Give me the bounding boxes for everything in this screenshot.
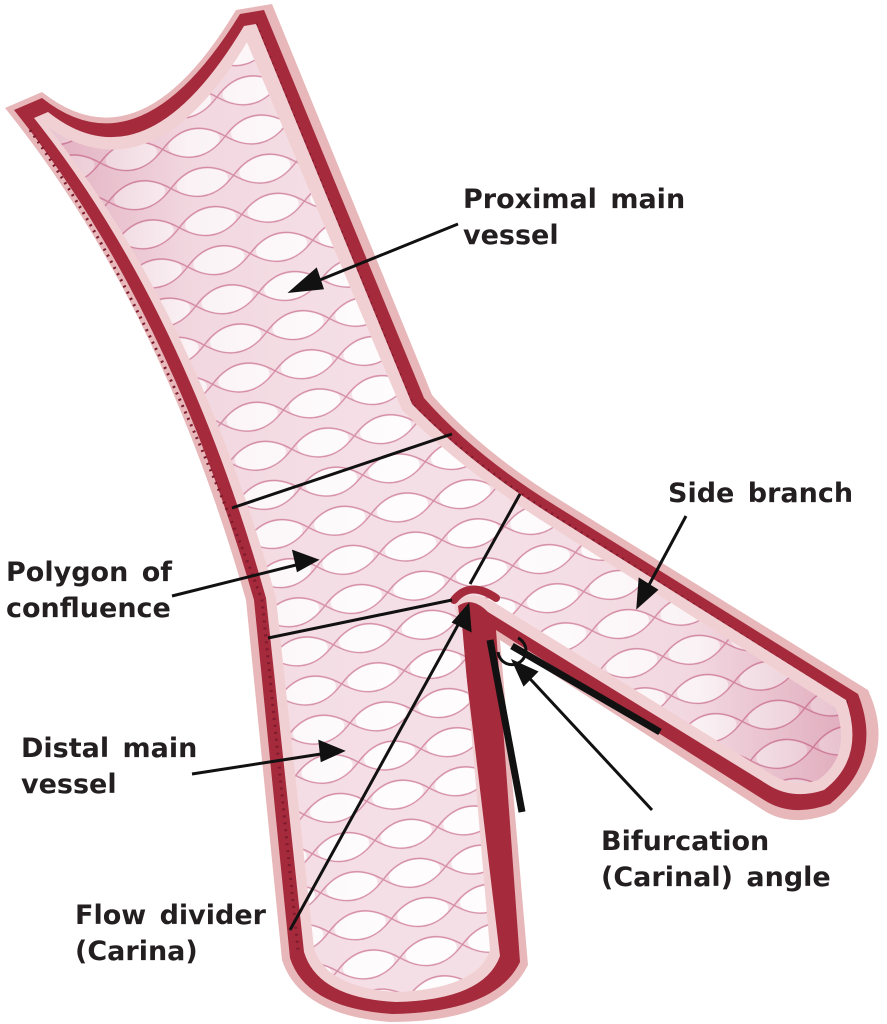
- label-line: Bifurcation: [601, 826, 770, 857]
- label-bifurcation-angle: Bifurcation (Carinal) angle: [601, 824, 831, 896]
- angle-line-main: [486, 639, 526, 813]
- arrow-carina-head: [451, 602, 472, 633]
- label-distal-main-vessel: Distal main vessel: [21, 731, 197, 803]
- label-line: Distal main: [21, 733, 198, 764]
- annotation-arrows: [171, 222, 688, 931]
- angle-line-side: [510, 642, 662, 736]
- label-polygon-of-confluence: Polygon of confluence: [6, 555, 172, 627]
- arrow-proximal-head: [287, 267, 325, 293]
- muscle-texture-top: [254, 23, 851, 706]
- label-line: vessel: [463, 220, 559, 251]
- label-line: Flow divider: [75, 900, 266, 931]
- arrow-side-branch-head: [636, 577, 659, 610]
- label-line: Proximal main: [463, 184, 686, 215]
- label-line: (Carinal) angle: [601, 862, 831, 893]
- label-line: Polygon of: [6, 557, 172, 588]
- label-side-branch: Side branch: [668, 476, 853, 512]
- label-flow-divider: Flow divider (Carina): [75, 898, 266, 970]
- label-line: (Carina): [75, 936, 198, 967]
- arrow-bifurcation: [518, 666, 654, 812]
- arrow-polygon: [171, 560, 309, 598]
- arrow-bifurcation-head: [510, 658, 539, 687]
- arrow-proximal: [299, 222, 459, 290]
- confluence-line-distal: [267, 598, 453, 640]
- carina-tip: [450, 585, 500, 604]
- vessel-opening-edge: [42, 38, 248, 150]
- confluence-line-side: [468, 493, 522, 585]
- arrow-polygon-head: [291, 549, 320, 573]
- arrow-distal: [191, 750, 335, 776]
- label-line: vessel: [21, 769, 117, 800]
- label-proximal-main-vessel: Proximal main vessel: [463, 182, 685, 254]
- angle-arc: [496, 636, 528, 667]
- lumen-shading: [44, 40, 842, 992]
- label-line: Side branch: [668, 478, 854, 509]
- muscle-texture-left: [28, 129, 300, 951]
- arrow-distal-head: [318, 739, 346, 763]
- confluence-line-proximal: [231, 432, 453, 510]
- label-line: confluence: [6, 593, 171, 624]
- arrow-carina: [288, 613, 466, 931]
